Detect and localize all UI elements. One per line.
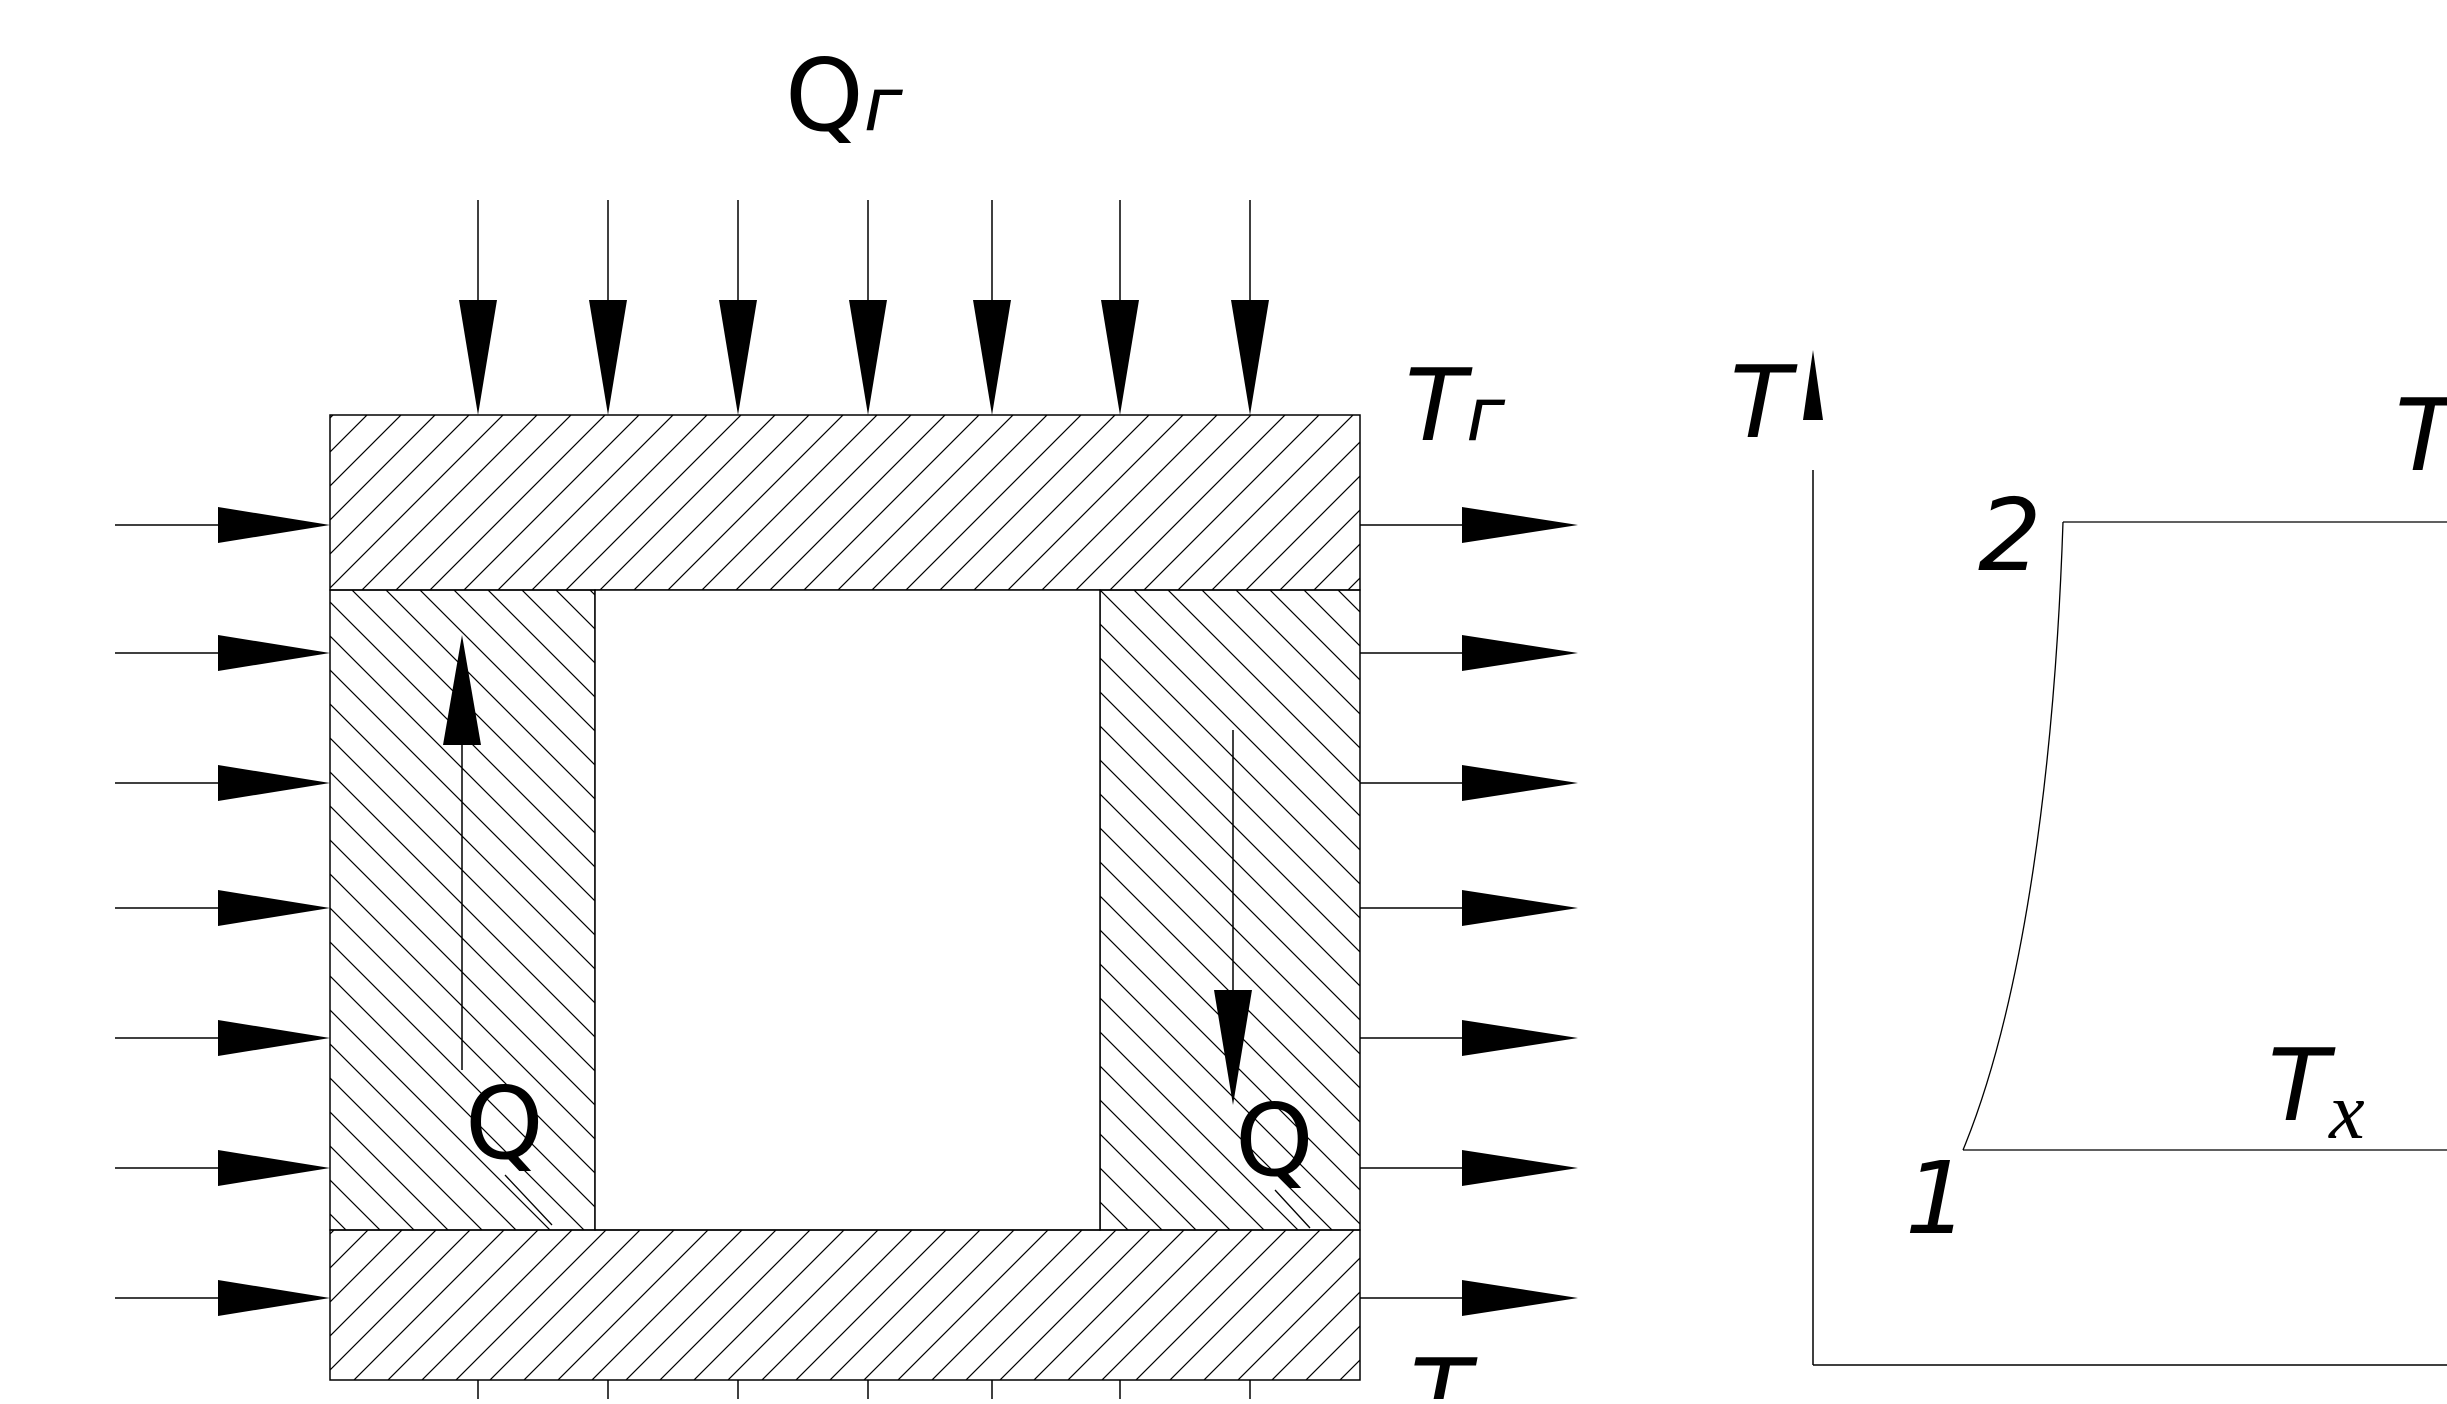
leader-strokes xyxy=(504,1174,1311,1229)
top-heat-arrow xyxy=(973,200,1011,415)
left-leg-heat-label: Q xyxy=(465,1065,544,1182)
bottom-arrow-stubs xyxy=(477,1380,1251,1399)
right-side-arrow xyxy=(1360,635,1578,671)
right-side-arrow xyxy=(1360,1020,1578,1056)
right-leg-heat-label: Q xyxy=(1235,1082,1314,1199)
right-side-arrow xyxy=(1360,507,1578,543)
process-curve xyxy=(1962,521,2447,1151)
right-side-arrows xyxy=(1360,507,1578,1316)
left-side-arrow xyxy=(115,890,330,926)
cold-level-label: Tx xyxy=(2268,1027,2365,1156)
top-heat-arrow xyxy=(1231,200,1269,415)
top-heat-arrow xyxy=(719,200,757,415)
left-side-arrow xyxy=(115,635,330,671)
left-leg-heat-arrow xyxy=(443,635,481,1070)
right-side-arrow xyxy=(1360,765,1578,801)
left-side-arrow xyxy=(115,507,330,543)
top-heat-arrow xyxy=(459,200,497,415)
right-side-arrow xyxy=(1360,890,1578,926)
hot-level-label: Tг xyxy=(2395,377,2447,494)
bottom-slab xyxy=(329,1229,1361,1381)
bottom-temp-label: T xyxy=(1410,1337,1478,1399)
point-2-label: 2 xyxy=(1978,477,2042,594)
right-leg-heat-arrow xyxy=(1214,730,1252,1105)
left-side-arrows xyxy=(115,507,330,1316)
temperature-axes xyxy=(1803,350,2447,1366)
right-side-arrow xyxy=(1360,1150,1578,1186)
top-heat-label: Qг xyxy=(785,37,904,154)
right-leg xyxy=(1099,589,1361,1231)
top-slab xyxy=(329,414,1361,591)
top-heat-arrow xyxy=(589,200,627,415)
top-heat-arrow xyxy=(1101,200,1139,415)
right-side-arrow xyxy=(1360,1280,1578,1316)
left-side-arrow xyxy=(115,765,330,801)
axis-t-label: T xyxy=(1730,344,1798,461)
hot-temp-label: Tг xyxy=(1405,347,1506,464)
frame-structure xyxy=(329,414,1361,1381)
top-heat-arrows xyxy=(459,200,1269,415)
left-side-arrow xyxy=(115,1020,330,1056)
left-side-arrow xyxy=(115,1280,330,1316)
point-1-label: 1 xyxy=(1905,1140,1969,1257)
top-heat-arrow xyxy=(849,200,887,415)
inner-cavity xyxy=(594,589,1101,1231)
left-side-arrow xyxy=(115,1150,330,1186)
